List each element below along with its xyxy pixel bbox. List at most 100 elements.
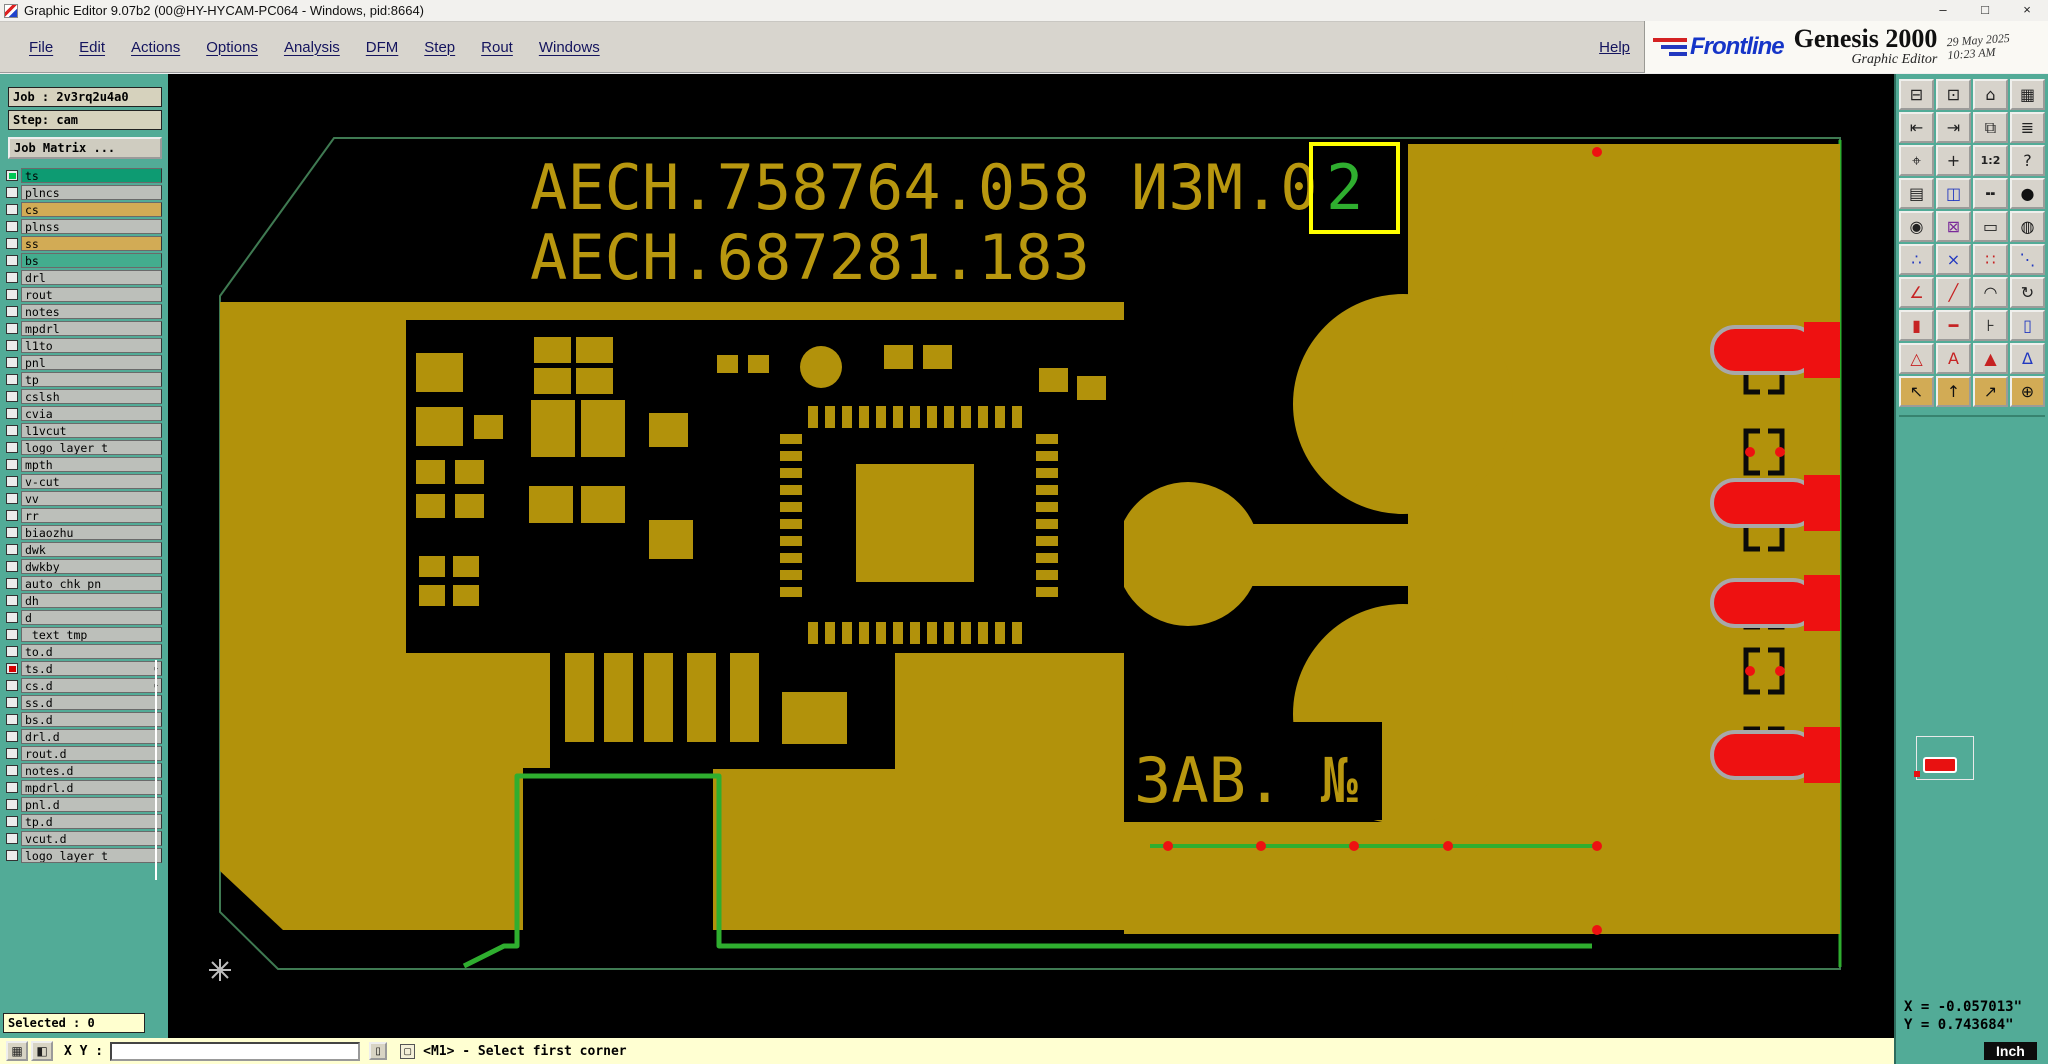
pcb-izm-prefix[interactable]: ИЗМ.0 — [1131, 151, 1318, 224]
pcb-izm-selected-digit[interactable]: 2 — [1326, 151, 1363, 224]
layer-checkbox-auto_chk_pn[interactable] — [6, 578, 18, 589]
layer-checkbox-ts.d[interactable] — [6, 663, 18, 674]
layer-checkbox-rout[interactable] — [6, 289, 18, 300]
layer-label[interactable]: cs — [21, 202, 162, 217]
layer-checkbox-rout.d[interactable] — [6, 748, 18, 759]
layer-checkbox-cs[interactable] — [6, 204, 18, 215]
layer-checkbox-vcut.d[interactable] — [6, 833, 18, 844]
ic-footprint-pads[interactable] — [780, 406, 1058, 644]
layer-row-logo_layer_t[interactable]: logo_layer_t — [6, 847, 162, 864]
menu-item-edit[interactable]: Edit — [79, 38, 106, 56]
shift-left-icon[interactable]: ⇤ — [1899, 112, 1934, 143]
capture-icon[interactable]: ◉ — [1899, 211, 1934, 242]
close-button[interactable]: × — [2023, 2, 2031, 17]
layer-row-rr[interactable]: rr — [6, 507, 162, 524]
layer-checkbox-ss.d[interactable] — [6, 697, 18, 708]
ic-center-pad[interactable] — [856, 464, 974, 582]
layer-label[interactable]: dwk — [21, 542, 162, 557]
maximize-button[interactable]: □ — [1981, 2, 1989, 17]
layer-checkbox-dh[interactable] — [6, 595, 18, 606]
layer-row-mpdrl.d[interactable]: mpdrl.d — [6, 779, 162, 796]
layer-row-pnl[interactable]: pnl — [6, 354, 162, 371]
menu-item-actions[interactable]: Actions — [131, 38, 181, 56]
chain-tool-icon[interactable]: ⋱ — [2010, 244, 2045, 275]
menu-item-options[interactable]: Options — [206, 38, 258, 56]
layer-row-bs[interactable]: bs — [6, 252, 162, 269]
line-tool-icon[interactable]: ╱ — [1936, 277, 1971, 308]
layer-checkbox-cvia[interactable] — [6, 408, 18, 419]
menu-item-rout[interactable]: Rout — [481, 38, 513, 56]
layer-row-auto_chk_pn[interactable]: auto_chk_pn — [6, 575, 162, 592]
filled-dot-icon[interactable]: ● — [2010, 178, 2045, 209]
delete-tool-icon[interactable]: × — [1936, 244, 1971, 275]
zoom-ratio-icon[interactable]: 1:2 — [1973, 145, 2008, 176]
home-icon[interactable]: ⌂ — [1973, 79, 2008, 110]
layer-row-ss.d[interactable]: ss.d — [6, 694, 162, 711]
layer-checkbox-cslsh[interactable] — [6, 391, 18, 402]
layer-checkbox-cs.d[interactable] — [6, 680, 18, 691]
layer-row-cs.d[interactable]: cs.d▸ — [6, 677, 162, 694]
layer-label[interactable]: cvia — [21, 406, 162, 421]
minimize-button[interactable]: – — [1939, 2, 1947, 17]
round-pad[interactable] — [800, 346, 842, 388]
layer-label[interactable]: biaozhu — [21, 525, 162, 540]
layer-row-plncs[interactable]: plncs — [6, 184, 162, 201]
layer-label[interactable]: ts — [21, 168, 162, 183]
layer-checkbox-plnss[interactable] — [6, 221, 18, 232]
layer-label[interactable]: v-cut — [21, 474, 162, 489]
points-tool-icon[interactable]: ∴ — [1899, 244, 1934, 275]
layer-checkbox-plncs[interactable] — [6, 187, 18, 198]
layer-label[interactable]: tp — [21, 372, 162, 387]
layer-row-cvia[interactable]: cvia — [6, 405, 162, 422]
layer-checkbox-ts[interactable] — [6, 170, 18, 181]
layer-row-dwk[interactable]: dwk — [6, 541, 162, 558]
layer-checkbox-rr[interactable] — [6, 510, 18, 521]
layer-label[interactable]: ss.d — [21, 695, 162, 710]
shift-right-icon[interactable]: ⇥ — [1936, 112, 1971, 143]
layer-checkbox-notes.d[interactable] — [6, 765, 18, 776]
cascade-icon[interactable]: ⧉ — [1973, 112, 2008, 143]
layer-checkbox-bs[interactable] — [6, 255, 18, 266]
layer-label[interactable]: pnl — [21, 355, 162, 370]
clear-box-icon[interactable]: ⊠ — [1936, 211, 1971, 242]
layer-row-bs.d[interactable]: bs.d — [6, 711, 162, 728]
layer-label[interactable]: vv — [21, 491, 162, 506]
layer-checkbox-l1vcut[interactable] — [6, 425, 18, 436]
layer-row-drl.d[interactable]: drl.d — [6, 728, 162, 745]
layer-list-icon[interactable]: ≣ — [2010, 112, 2045, 143]
layer-checkbox-to.d[interactable] — [6, 646, 18, 657]
overview-window[interactable] — [1914, 736, 1974, 780]
layer-label[interactable]: cs.d▸ — [21, 678, 162, 693]
layer-label[interactable]: drl.d — [21, 729, 162, 744]
layer-row-plnss[interactable]: plnss — [6, 218, 162, 235]
layer-label[interactable]: d — [21, 610, 162, 625]
layer-row-mpdrl[interactable]: mpdrl — [6, 320, 162, 337]
layer-label[interactable]: dh — [21, 593, 162, 608]
text-a-icon[interactable]: A — [1936, 343, 1971, 374]
layer-row-dwkby[interactable]: dwkby — [6, 558, 162, 575]
diagonal-arrow-icon[interactable]: ↗ — [1973, 376, 2008, 407]
grid-view-icon[interactable]: ▦ — [2010, 79, 2045, 110]
layer-row-d[interactable]: d — [6, 609, 162, 626]
layer-list-scrollbar[interactable] — [155, 660, 157, 880]
layer-checkbox-mpdrl[interactable] — [6, 323, 18, 334]
xy-input[interactable] — [110, 1041, 361, 1061]
layer-label[interactable]: rout.d — [21, 746, 162, 761]
rotate-tool-icon[interactable]: ↻ — [2010, 277, 2045, 308]
layer-label[interactable]: logo_layer_t — [21, 440, 162, 455]
layer-checkbox-pnl.d[interactable] — [6, 799, 18, 810]
layer-row-tp[interactable]: tp — [6, 371, 162, 388]
layer-checkbox-mpdrl.d[interactable] — [6, 782, 18, 793]
layer-label[interactable]: plnss — [21, 219, 162, 234]
layer-checkbox-dwk[interactable] — [6, 544, 18, 555]
zoom-plus-icon[interactable]: + — [1936, 145, 1971, 176]
shaded-dot-icon[interactable]: ◍ — [2010, 211, 2045, 242]
layer-checkbox-ss[interactable] — [6, 238, 18, 249]
layer-row-cslsh[interactable]: cslsh — [6, 388, 162, 405]
arc-tool-icon[interactable]: ◠ — [1973, 277, 2008, 308]
layer-checkbox-logo_layer_t[interactable] — [6, 442, 18, 453]
pcb-doc-number-2[interactable]: АЕСН.687281.183 — [530, 221, 1090, 294]
layer-label[interactable]: l1vcut — [21, 423, 162, 438]
drill-dots[interactable] — [1163, 147, 1785, 935]
layer-row-ts.d[interactable]: ts.d▸ — [6, 660, 162, 677]
